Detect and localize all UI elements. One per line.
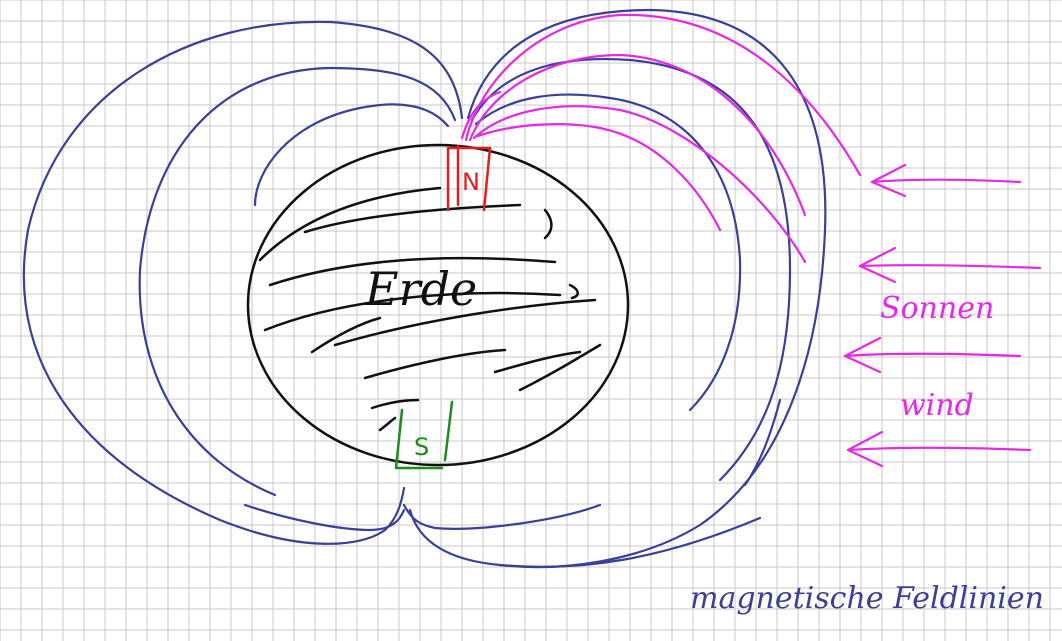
earth-label: Erde: [364, 262, 477, 316]
solar-wind-arrow-3: [845, 338, 1020, 372]
field-line-bottom-left: [245, 505, 404, 530]
magenta-field-line-2: [470, 55, 805, 215]
magenta-field-line-4: [478, 124, 720, 230]
magenta-field-line-3: [474, 106, 805, 262]
solar-wind-label-line2: wind: [900, 388, 974, 423]
north-pole-label: N: [462, 168, 480, 196]
field-line-outer-right: [468, 10, 825, 567]
solar-wind-arrow-2: [860, 248, 1040, 282]
solar-wind-label-line1: Sonnen: [880, 291, 994, 326]
field-lines-caption: magnetische Feldlinien: [690, 581, 1044, 616]
south-pole-label: S: [414, 433, 429, 461]
north-pole-marker: N: [448, 146, 490, 210]
south-pole-marker: S: [396, 402, 452, 468]
solar-wind-arrow-4: [848, 432, 1030, 466]
solar-wind-arrow-1: [872, 165, 1020, 196]
solar-wind-field-lines: [462, 15, 860, 262]
field-line-middle-right: [472, 59, 790, 480]
